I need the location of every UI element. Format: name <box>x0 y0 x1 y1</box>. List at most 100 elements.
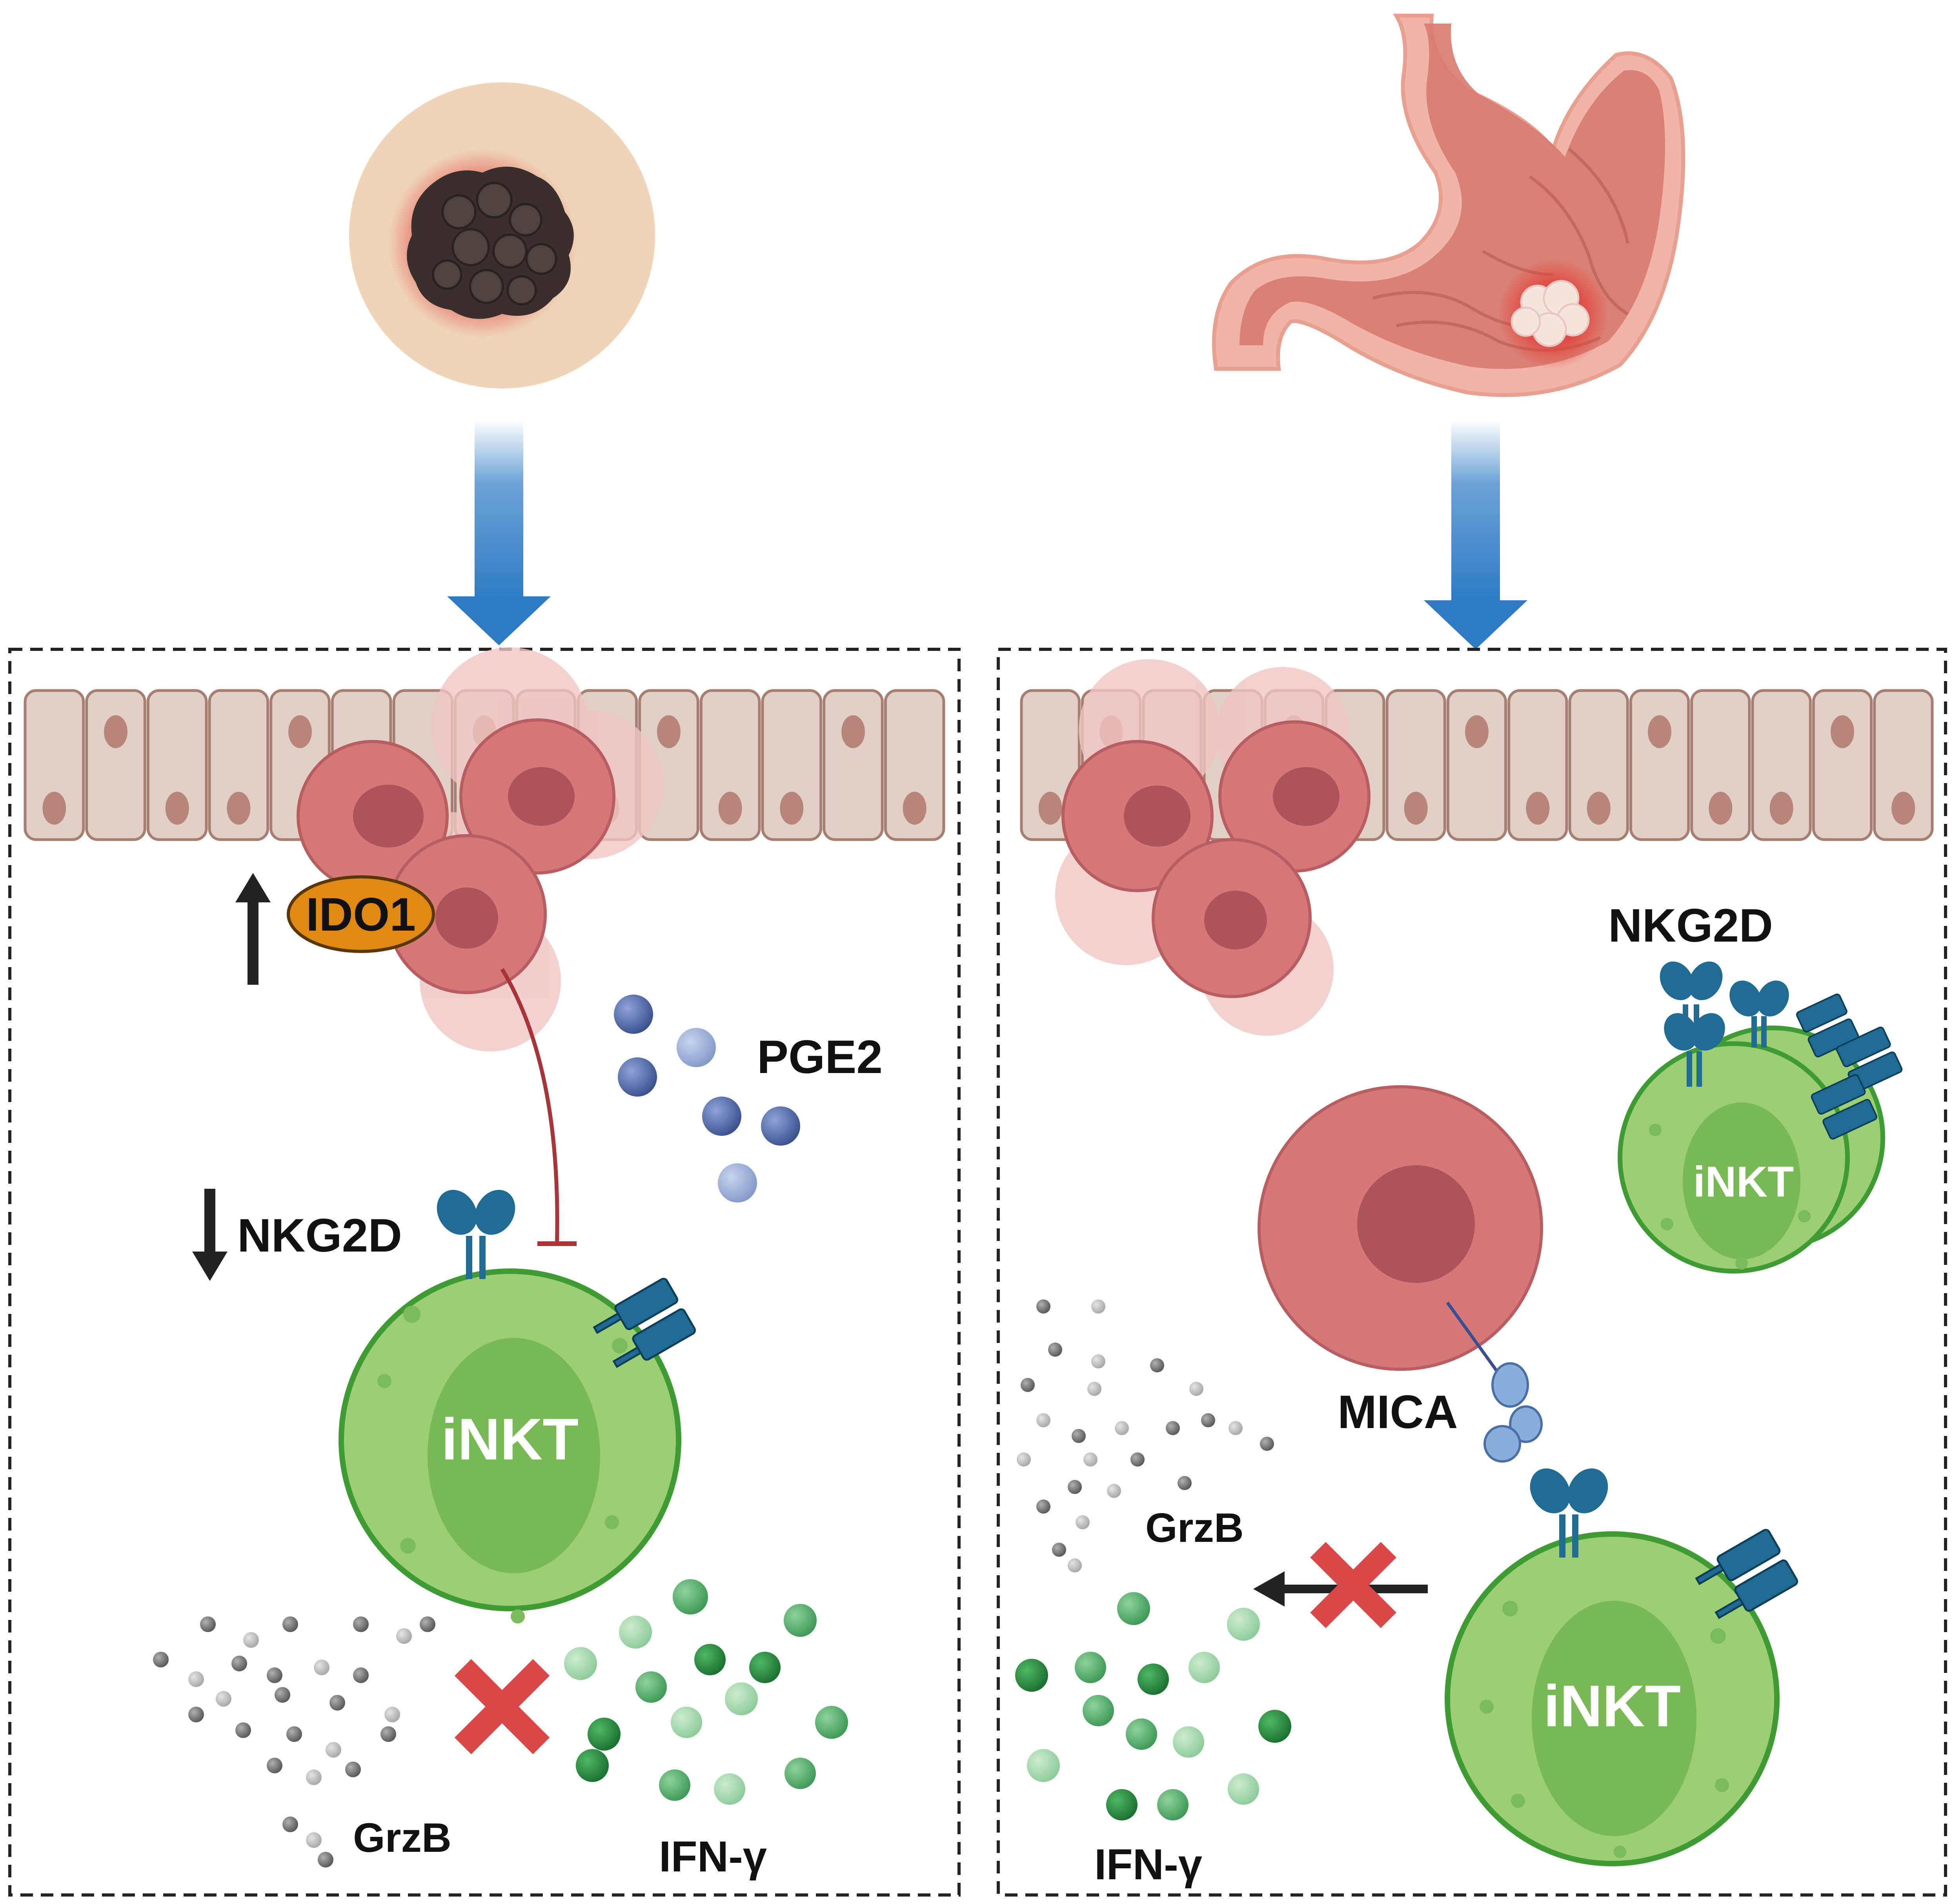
epithelial-nucleus <box>1831 715 1854 748</box>
down-arrow-left <box>447 420 551 645</box>
particle <box>1227 1608 1260 1641</box>
epithelial-nucleus <box>1038 792 1062 825</box>
particle <box>275 1687 290 1703</box>
epithelial-nucleus <box>42 792 66 825</box>
particle <box>784 1758 816 1789</box>
epithelial-cell <box>1873 689 1934 841</box>
ifn-gamma-particles-left <box>564 1579 848 1805</box>
grzb-label-right: GrzB <box>1145 1505 1244 1551</box>
x-mark-icon-left <box>454 1659 550 1755</box>
particle <box>231 1656 247 1671</box>
right-tumor-cell <box>1258 1085 1543 1371</box>
particle <box>1083 1452 1098 1467</box>
mica-label: MICA <box>1338 1386 1458 1438</box>
epithelial-nucleus <box>657 715 681 748</box>
epithelial-nucleus <box>104 715 127 748</box>
stomach-illustration <box>1212 14 1685 397</box>
particle <box>282 1616 298 1632</box>
nkg2d-receptors-right-top <box>1660 961 1789 1087</box>
particle <box>714 1773 745 1805</box>
epithelial-cell <box>146 689 208 841</box>
tcr-receptors-right-top <box>1796 993 1903 1140</box>
particle <box>329 1695 345 1711</box>
epithelial-nucleus <box>1891 792 1915 825</box>
grzb-particles-left <box>153 1616 435 1868</box>
particle <box>1027 1749 1060 1782</box>
epithelial-cell <box>761 689 823 841</box>
particle <box>576 1749 609 1782</box>
particle <box>1150 1358 1164 1372</box>
particle <box>659 1769 690 1801</box>
pge2-molecules <box>614 995 800 1203</box>
particle <box>1075 1652 1106 1683</box>
particle <box>188 1671 204 1687</box>
epithelial-cell <box>1812 689 1873 841</box>
epithelial-nucleus <box>903 792 926 825</box>
right-tumor-cluster <box>1055 659 1371 1036</box>
particle <box>384 1707 400 1722</box>
particle <box>619 1616 652 1649</box>
inkt-cell-right-bottom: iNKT <box>1445 1531 1780 1866</box>
down-arrow-icon <box>192 1189 228 1281</box>
epithelial-cell <box>85 689 146 841</box>
particle <box>243 1632 259 1648</box>
particle <box>1173 1726 1204 1758</box>
epithelial-cell <box>1690 689 1751 841</box>
particle <box>1072 1429 1086 1443</box>
particle <box>306 1769 322 1785</box>
particle <box>314 1660 329 1675</box>
epithelial-nucleus <box>1404 792 1428 825</box>
particle <box>1036 1500 1050 1514</box>
particle <box>1138 1663 1169 1695</box>
nkg2d-receptor-left <box>437 1190 515 1279</box>
mica-ligand <box>1446 1301 1543 1463</box>
epithelial-cell <box>1568 689 1629 841</box>
particle <box>815 1706 848 1739</box>
particle <box>673 1579 708 1614</box>
particle <box>1015 1659 1048 1692</box>
particle <box>267 1667 282 1683</box>
particle <box>326 1742 341 1758</box>
particle <box>235 1722 251 1738</box>
particle <box>1106 1789 1138 1820</box>
right-panel-frame <box>997 648 1947 1897</box>
particle <box>306 1832 322 1848</box>
epithelial-cell <box>1629 689 1690 841</box>
particle <box>282 1817 298 1832</box>
particle <box>318 1852 333 1868</box>
melanoma-skin-illustration <box>349 82 655 388</box>
particle <box>1117 1592 1150 1625</box>
epithelial-cell <box>823 689 884 841</box>
particle <box>1189 1652 1220 1683</box>
x-mark-icon-right <box>1310 1542 1396 1628</box>
pge2-label: PGE2 <box>757 1031 883 1083</box>
particle <box>1036 1413 1050 1427</box>
particle <box>564 1647 597 1680</box>
ido1-label: IDO1 <box>306 888 416 941</box>
particle <box>784 1604 817 1637</box>
ifn-label-left: IFN-γ <box>659 1833 767 1881</box>
particle <box>725 1682 758 1715</box>
particle <box>286 1726 302 1742</box>
epithelial-nucleus <box>1587 792 1611 825</box>
particle <box>1048 1343 1062 1357</box>
nkg2d-receptor-right-bottom <box>1530 1468 1608 1558</box>
epithelial-nucleus <box>718 792 742 825</box>
particle <box>1083 1695 1114 1726</box>
epithelial-nucleus <box>1769 792 1793 825</box>
epithelial-cell <box>699 689 761 841</box>
epithelial-cell <box>1385 689 1446 841</box>
particle <box>1157 1789 1189 1820</box>
particle <box>1076 1515 1090 1529</box>
particle <box>1068 1480 1082 1494</box>
nkg2d-label-right: NKG2D <box>1608 899 1773 952</box>
particle <box>1068 1558 1082 1572</box>
inkt-label-right-top: iNKT <box>1693 1158 1794 1206</box>
particle <box>1130 1452 1145 1467</box>
grzb-label-left: GrzB <box>353 1815 451 1861</box>
epithelial-cell <box>208 689 269 841</box>
epithelial-nucleus <box>1465 715 1489 748</box>
particle <box>1107 1484 1121 1498</box>
particle <box>420 1616 435 1632</box>
particle <box>1091 1354 1105 1368</box>
